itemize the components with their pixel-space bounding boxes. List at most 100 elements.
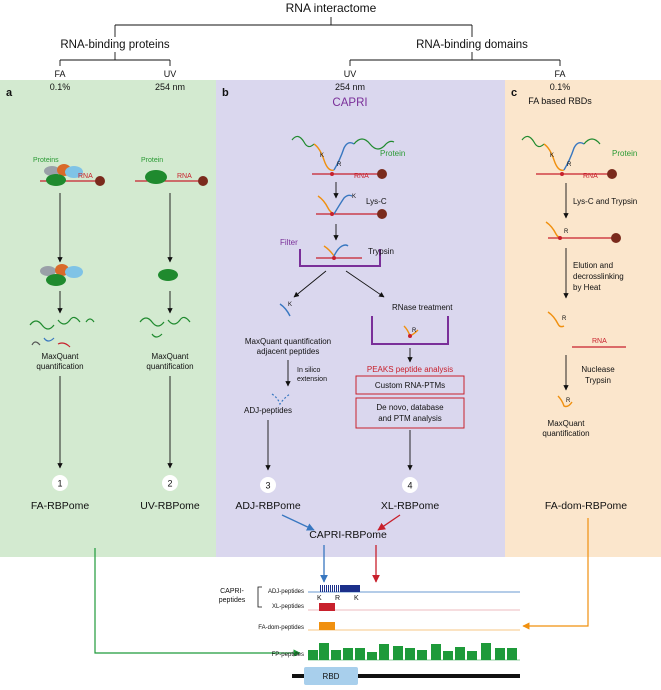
svg-text:R: R [337,162,342,168]
panel-b-combined: CAPRI-RBPome [309,529,387,541]
panel-a-mq1-line2: quantification [36,362,83,371]
panel-b-lysc: Lys-C [366,197,387,206]
panel-a-fa-purified [40,264,83,286]
panel-b-lysc-product: K [316,194,387,219]
panel-a-mq2-line2: quantification [146,362,193,371]
rbd-label: RBD [323,672,340,681]
track-label-xl: XL-peptides [272,604,304,610]
panel-a-protein-label: Protein [141,157,163,164]
panel-b-adj-peptide [279,303,291,317]
fp-peptide-bar [417,650,427,660]
panel-a-uv-purified [158,269,178,281]
panel-b-insilico-line2: extension [297,376,327,383]
panel-b-arrow-adj [281,514,315,531]
track-k-label-2: K [354,595,359,602]
fp-peptide-bar [455,647,465,660]
panel-a-proteins-label: Proteins [33,157,59,164]
panel-c-final-peptide: R [557,395,573,408]
panel-a-uv-complex [135,170,208,186]
panel-c-cond: FA [554,69,565,79]
panel-b-filter-product [316,244,362,260]
panel-b-result4: XL-RBPome [381,500,440,512]
fp-peptide-bar [379,644,389,660]
panel-c-result: FA-dom-RBPome [545,500,627,512]
fp-peptide-bar [331,650,341,660]
panel-b-peaks-box2-line1: De novo, database [376,403,444,412]
panel-a-background [0,80,216,557]
panel-b-rnase: RNase treatment [392,303,453,312]
svg-text:R: R [562,316,567,322]
panel-b-xl-peptide: R [403,325,419,338]
panel-c-protein-label: Protein [612,149,637,158]
connector-orange [522,518,589,630]
fp-peptide-bar [481,643,491,660]
panel-a-result1: FA-RBPome [31,500,90,512]
fp-peptide-bar [467,651,477,660]
tree-right-label: RNA-binding domains [416,39,528,51]
panel-a-mq2-line1: MaxQuant [152,352,190,361]
fp-peptide-bar [393,646,403,660]
panel-c-mq-line1: MaxQuant [548,419,586,428]
panel-c-mq-line2: quantification [542,429,589,438]
panel-a-col1-cond: FA [54,69,65,79]
panel-b-peaks-box1 [355,375,465,395]
panel-a-rna-label-2: RNA [177,173,192,180]
panel-b-result3: ADJ-RBPome [235,500,301,512]
panel-b-step3: 3 [265,481,270,491]
fp-peptide-bar [443,651,453,660]
svg-text:R: R [412,328,417,334]
svg-text:K: K [320,153,324,159]
panel-c-subtitle: FA based RBDs [528,96,592,106]
panel-a-step2: 2 [167,479,172,489]
panel-b-trypsin: Trypsin [368,247,394,256]
xl-peptide [319,603,335,611]
panel-b-k-label: K [288,302,292,308]
panel-c-elution-line2: decrosslinking [573,272,624,281]
panel-b-insilico-line1: In silico [297,367,320,374]
track-r-label-1: R [335,595,340,602]
panel-b-arrow [293,270,327,298]
panel-b-arrow-xl [377,514,401,531]
svg-text:R: R [564,229,569,235]
panel-b-extended-peptide [271,393,291,406]
panel-c-complex [521,135,617,179]
panel-c-elution-line3: by Heat [573,283,601,292]
panel-c-digest-product: R [545,221,621,243]
capri-group-line2: peptides [219,597,246,604]
panel-b-step4-circle [402,477,418,493]
fp-peptide-bar [355,648,365,660]
panel-c-eluted: R [547,311,626,348]
panel-a-col1-value: 0.1% [50,82,71,92]
panel-a-result2: UV-RBPome [140,500,200,512]
panel-b-step3-circle [260,477,276,493]
panel-b-mq-adj-line1: MaxQuant quantification [245,337,331,346]
fp-peptide-bar [308,650,318,660]
fp-peptide-bar [507,648,517,660]
panel-b-arrow [345,270,385,298]
panel-a-step1: 1 [57,479,62,489]
panel-c-rna-label: RNA [583,173,598,180]
tree-root-label: RNA interactome [286,1,377,15]
fp-peptide-bar [343,648,353,660]
panel-c-r-label: R [567,162,572,168]
panel-c-background [505,80,661,557]
fp-peptide-bar [431,644,441,660]
panel-b-step4: 4 [407,481,412,491]
capri-group-line1: CAPRI- [220,588,244,595]
panel-b-peaks-box2 [355,397,465,429]
track-k-label-1: K [317,595,322,602]
track-label-fa-dom: FA-dom-peptides [258,625,304,631]
panel-c-enzymes: Lys-C and Trypsin [573,197,637,206]
panel-a-mq1-line1: MaxQuant [42,352,80,361]
fa-dom-peptide [319,622,335,630]
panel-c-letter: c [511,87,517,99]
panel-b-letter: b [222,87,229,99]
adj-peptide-solid [341,585,360,592]
panel-a-step1-circle [52,475,68,491]
panel-c-value: 0.1% [550,82,571,92]
fp-peptide-bar [367,652,377,660]
panel-a-col2-value: 254 nm [155,82,185,92]
panel-c-nuclease-line1: Nuclease [581,365,615,374]
panel-c-k-label: K [550,153,554,159]
